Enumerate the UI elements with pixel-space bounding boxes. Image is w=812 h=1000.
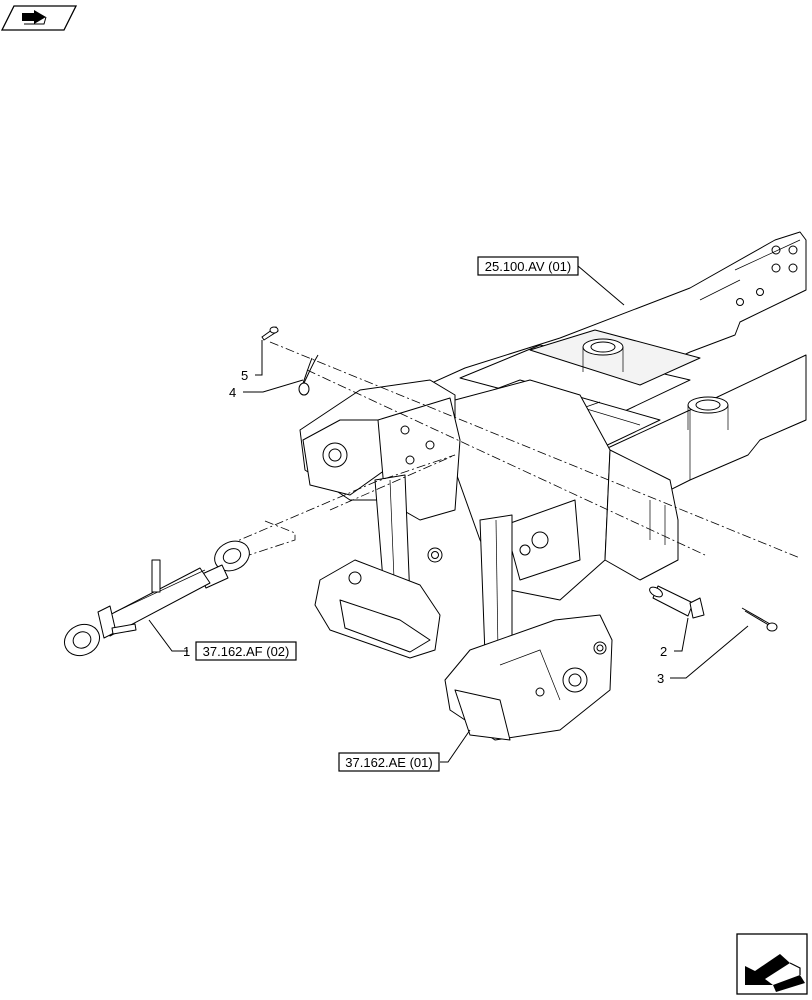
next-page-arrow-icon[interactable] <box>736 933 808 995</box>
callout-3: 3 <box>657 671 664 686</box>
callout-5: 5 <box>241 368 248 383</box>
svg-text:25.100.AV (01): 25.100.AV (01) <box>485 259 571 274</box>
small-clip[interactable] <box>261 326 279 341</box>
hitch-assembly <box>314 474 613 741</box>
linch-pin[interactable] <box>741 607 778 632</box>
book-arrow-icon[interactable] <box>0 5 78 31</box>
svg-text:37.162.AE (01): 37.162.AE (01) <box>345 755 432 770</box>
callout-1: 1 <box>183 644 190 659</box>
hitch-pin[interactable] <box>648 585 705 619</box>
top-link[interactable] <box>59 536 254 661</box>
callout-2: 2 <box>660 644 667 659</box>
ref-frame[interactable]: 25.100.AV (01) <box>477 256 579 276</box>
svg-text:37.162.AF (02): 37.162.AF (02) <box>203 644 290 659</box>
ref-hitch[interactable]: 37.162.AE (01) <box>338 752 440 772</box>
leader-lines <box>148 265 749 763</box>
ref-top-link[interactable]: 37.162.AF (02) <box>195 641 297 661</box>
tractor-front-frame <box>299 231 807 601</box>
callout-4: 4 <box>229 385 236 400</box>
r-clip[interactable] <box>298 354 319 396</box>
